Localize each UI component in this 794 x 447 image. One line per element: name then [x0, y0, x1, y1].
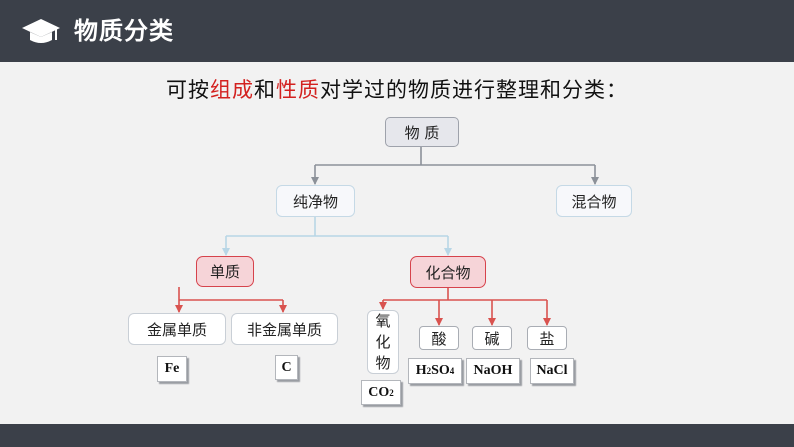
node-substance: 物 质 [385, 117, 459, 147]
node-pure-substance: 纯净物 [276, 185, 355, 217]
footer-bar [0, 424, 794, 447]
co2-base: CO [368, 384, 390, 400]
page-title: 物质分类 [74, 17, 174, 45]
graduation-cap-icon [22, 19, 60, 43]
node-compound: 化合物 [410, 256, 486, 288]
node-oxide-char-1: 氧 [375, 311, 391, 330]
node-base: 碱 [472, 326, 512, 350]
example-naoh: NaOH [466, 358, 520, 384]
node-oxide-char-3: 物 [375, 353, 391, 372]
subtitle: 可按组成和性质对学过的物质进行整理和分类： [0, 74, 794, 106]
subtitle-text-3: 对学过的物质进行整理和分类： [320, 78, 628, 102]
h2so4-p2: SO [431, 363, 450, 378]
subtitle-highlight-composition: 组成 [210, 78, 254, 102]
example-fe: Fe [157, 356, 187, 382]
example-nacl: NaCl [530, 358, 574, 384]
node-metal-element: 金属单质 [128, 313, 226, 345]
subtitle-text-1: 可按 [166, 78, 210, 102]
node-oxide: 氧 化 物 [367, 310, 399, 374]
node-element: 单质 [196, 256, 254, 287]
node-oxide-char-2: 化 [375, 332, 391, 351]
node-salt: 盐 [527, 326, 567, 350]
node-mixture: 混合物 [556, 185, 632, 217]
node-acid: 酸 [419, 326, 459, 350]
h2so4-p1: H [415, 363, 427, 378]
subtitle-highlight-properties: 性质 [276, 78, 320, 102]
example-c: C [275, 355, 298, 380]
subtitle-text-2: 和 [254, 78, 276, 102]
node-nonmetal-element: 非金属单质 [231, 313, 338, 345]
header-bar: 物质分类 [0, 0, 794, 62]
